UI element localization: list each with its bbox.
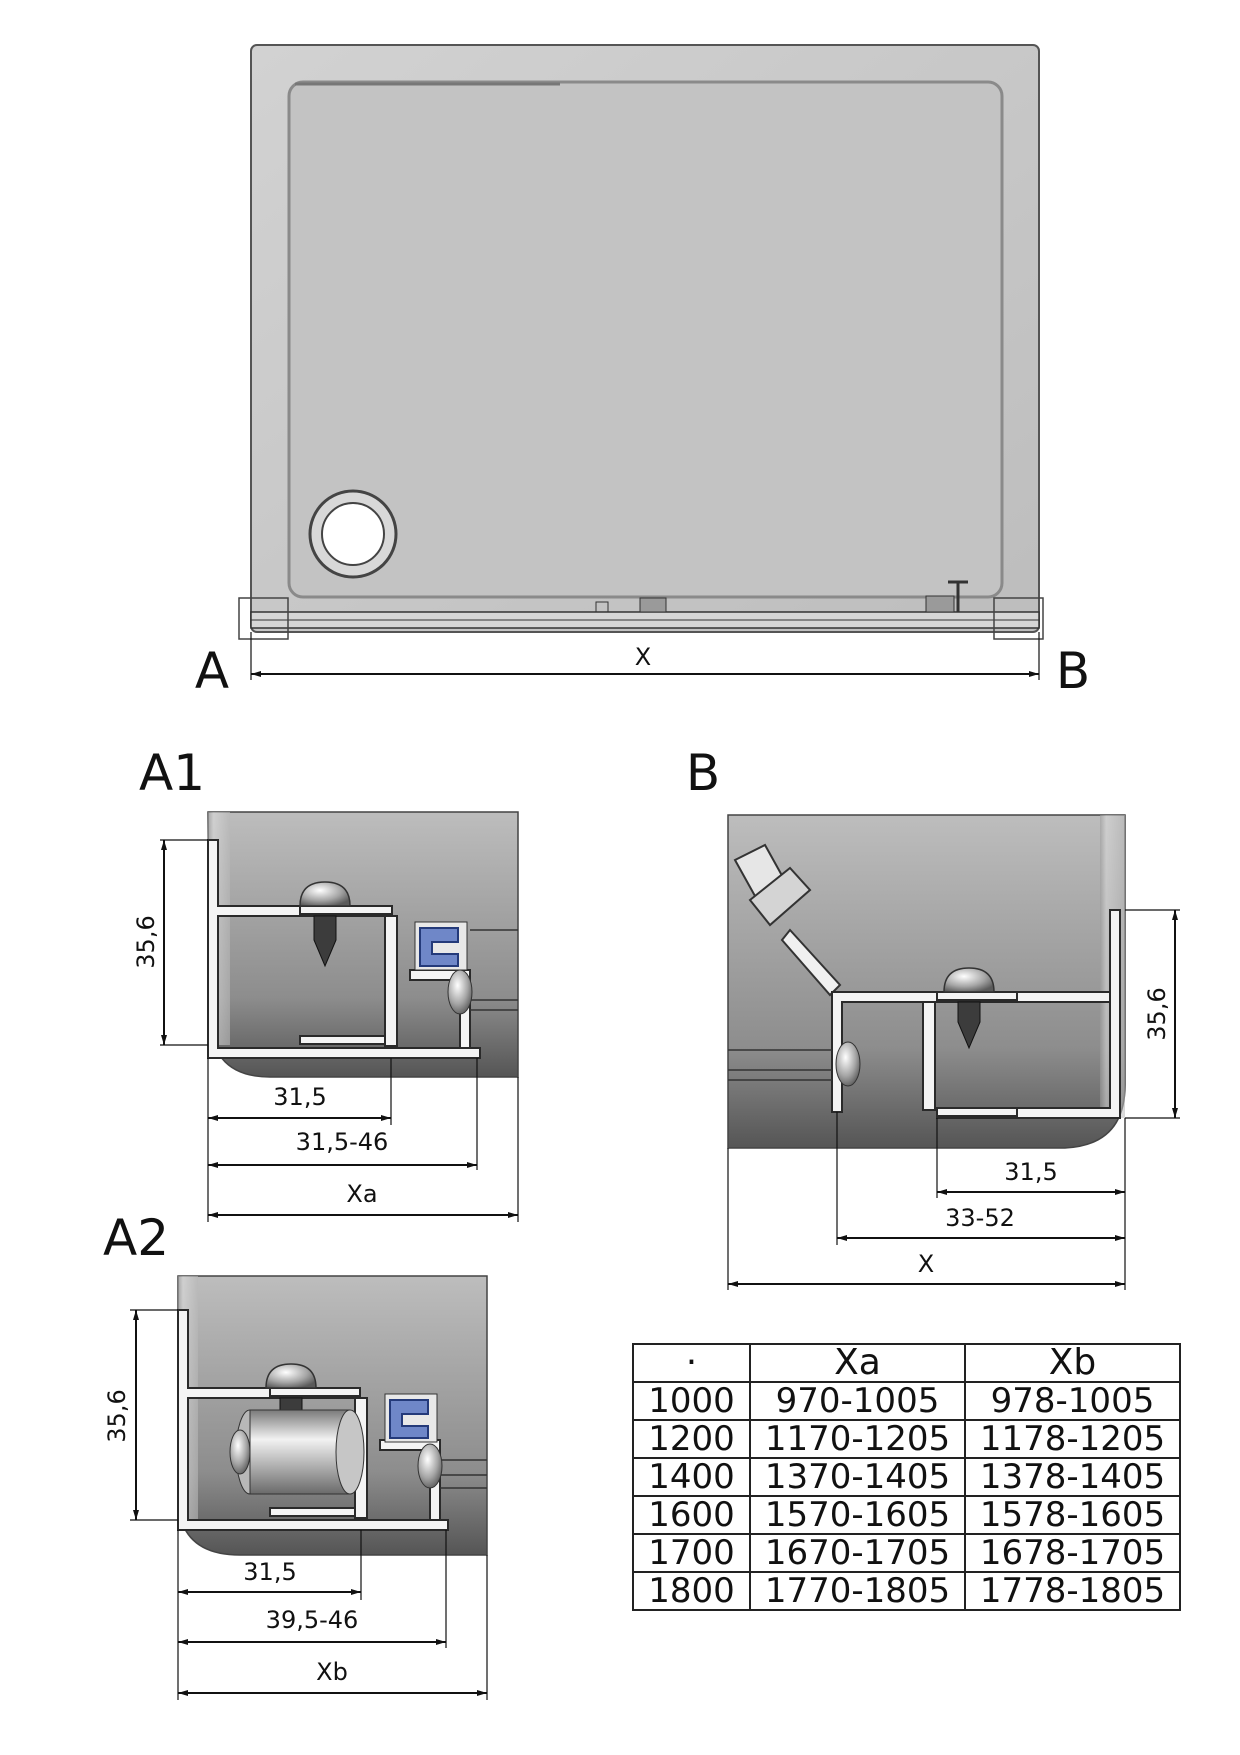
- table-header-row: · Xa Xb: [632, 1343, 1181, 1383]
- gasket-a2: [384, 1393, 438, 1443]
- dimension-b-range: 33-52: [945, 1204, 1015, 1232]
- table-cell-size: 1200: [632, 1419, 751, 1459]
- bolt-head-icon: [447, 969, 473, 1015]
- door-profile-rail: [250, 580, 1040, 629]
- table-cell-xa: 970-1005: [749, 1381, 966, 1421]
- size-table: · Xa Xb 1000 970-1005 978-1005 1200 1170…: [632, 1343, 1181, 1611]
- table-header-size: ·: [632, 1343, 751, 1383]
- detail-a2: A2: [103, 1209, 488, 1700]
- label-a: A: [195, 642, 229, 700]
- dimension-b-profile: 31,5: [1004, 1158, 1057, 1186]
- screw-icon: [299, 881, 351, 968]
- table-cell-size: 1600: [632, 1495, 751, 1535]
- dimension-a1-total: Xa: [346, 1180, 377, 1208]
- table-row: 1800 1770-1805 1778-1805: [632, 1571, 1181, 1611]
- bolt-head-icon: [835, 1041, 861, 1087]
- table-row: 1600 1570-1605 1578-1605: [632, 1495, 1181, 1535]
- table-cell-xa: 1670-1705: [749, 1533, 966, 1573]
- table-cell-size: 1700: [632, 1533, 751, 1573]
- detail-b: B 35,6: [686, 744, 1180, 1290]
- table-cell-xa: 1570-1605: [749, 1495, 966, 1535]
- table-header-xa: Xa: [749, 1343, 966, 1383]
- table-cell-xa: 1770-1805: [749, 1571, 966, 1611]
- table-cell-xb: 1578-1605: [964, 1495, 1181, 1535]
- detail-a1: A1 35,6 31,: [132, 744, 519, 1222]
- table-cell-size: 1800: [632, 1571, 751, 1611]
- detail-a1-title: A1: [139, 744, 205, 802]
- shower-tray-top-view: X A B: [195, 44, 1090, 700]
- bolt-head-icon: [417, 1443, 443, 1489]
- dimension-a1-height: 35,6: [132, 915, 160, 968]
- table-cell-xb: 1778-1805: [964, 1571, 1181, 1611]
- dimension-a2-height: 35,6: [103, 1389, 131, 1442]
- table-cell-xb: 1378-1405: [964, 1457, 1181, 1497]
- hinge-seal-b: [733, 843, 842, 997]
- drain-icon: [308, 489, 398, 579]
- label-b: B: [1056, 642, 1090, 700]
- dimension-b-height: 35,6: [1143, 987, 1171, 1040]
- dimension-x: X: [635, 643, 651, 671]
- detail-marker-b[interactable]: [993, 597, 1044, 640]
- table-row: 1700 1670-1705 1678-1705: [632, 1533, 1181, 1573]
- table-cell-xb: 978-1005: [964, 1381, 1181, 1421]
- table-cell-xa: 1370-1405: [749, 1457, 966, 1497]
- table-header-xb: Xb: [964, 1343, 1181, 1383]
- table-row: 1400 1370-1405 1378-1405: [632, 1457, 1181, 1497]
- cylinder-spacer-icon: [229, 1409, 365, 1495]
- table-cell-xb: 1178-1205: [964, 1419, 1181, 1459]
- table-row: 1200 1170-1205 1178-1205: [632, 1419, 1181, 1459]
- table-cell-size: 1400: [632, 1457, 751, 1497]
- detail-marker-a[interactable]: [238, 597, 289, 640]
- detail-b-title: B: [686, 744, 720, 802]
- dimension-a1-profile: 31,5: [273, 1083, 326, 1111]
- table-cell-xb: 1678-1705: [964, 1533, 1181, 1573]
- table-row: 1000 970-1005 978-1005: [632, 1381, 1181, 1421]
- table-cell-xa: 1170-1205: [749, 1419, 966, 1459]
- dimension-a2-profile: 31,5: [243, 1558, 296, 1586]
- dimension-a2-range: 39,5-46: [266, 1606, 359, 1634]
- dimension-a2-total: Xb: [316, 1658, 348, 1686]
- dimension-a1-range: 31,5-46: [296, 1128, 389, 1156]
- dimension-b-total: X: [918, 1250, 934, 1278]
- screw-icon: [943, 967, 995, 1050]
- table-cell-size: 1000: [632, 1381, 751, 1421]
- detail-a2-title: A2: [103, 1209, 169, 1267]
- gasket-a1: [414, 921, 468, 971]
